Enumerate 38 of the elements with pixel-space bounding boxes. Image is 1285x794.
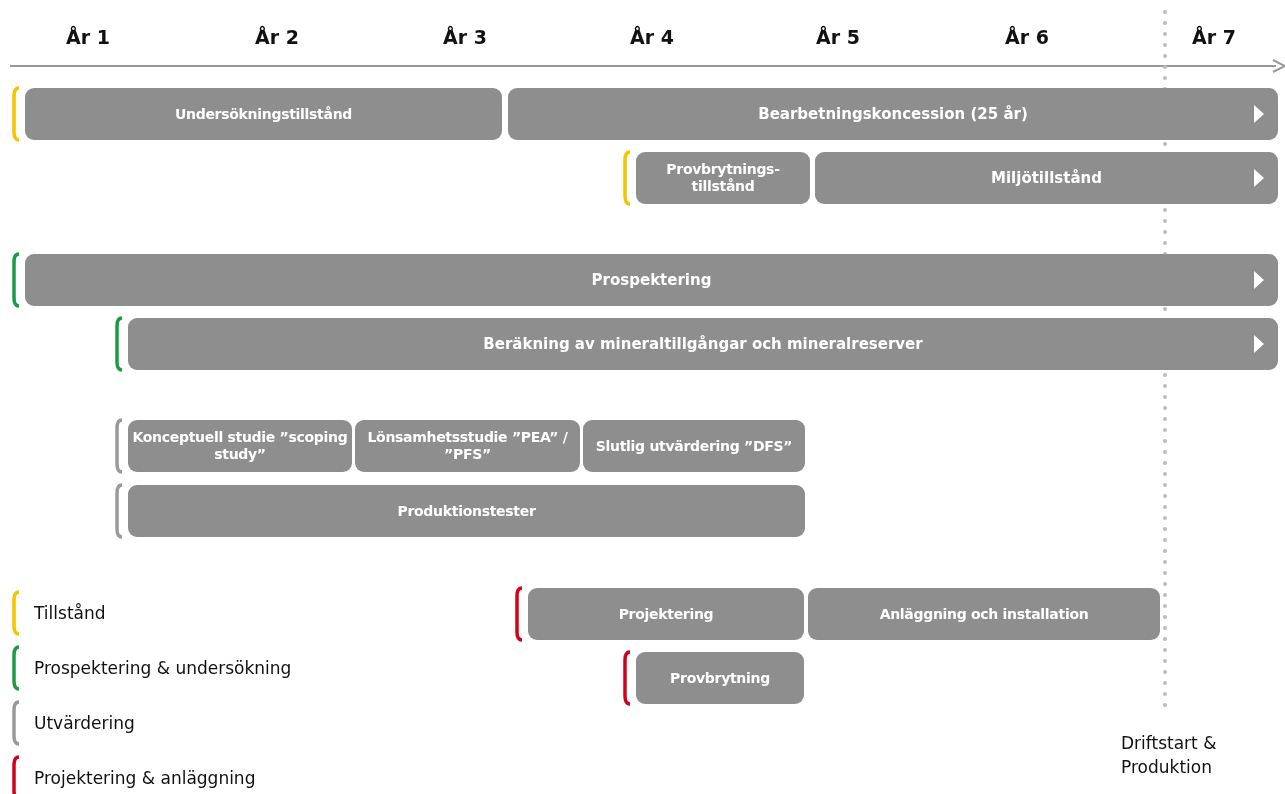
legend-label: Utvärdering bbox=[34, 713, 135, 733]
year-label: År 1 bbox=[66, 26, 110, 48]
bar-label: Provbrytning bbox=[670, 669, 770, 687]
timeline-bar bbox=[25, 254, 1278, 306]
timeline-bar bbox=[636, 152, 810, 204]
bar-label: Konceptuell studie ”scoping study” bbox=[132, 429, 348, 463]
bar-label: Slutlig utvärdering ”DFS” bbox=[595, 437, 793, 455]
timeline-bar bbox=[508, 88, 1278, 140]
bar-label: Projektering bbox=[618, 605, 714, 623]
bar-label: Produktionstester bbox=[397, 502, 536, 520]
legend-label: Projektering & anläggning bbox=[34, 768, 256, 788]
timeline-bar bbox=[815, 152, 1278, 204]
timeline-bar bbox=[528, 588, 804, 640]
bar-label: Miljötillstånd bbox=[991, 169, 1102, 187]
bar-label: Prospektering bbox=[591, 271, 712, 289]
year-label: År 6 bbox=[1005, 26, 1049, 48]
year-label: År 4 bbox=[630, 26, 674, 48]
bar-label: Provbrytnings-tillstånd bbox=[665, 161, 781, 195]
timeline-bar bbox=[583, 420, 805, 472]
year-label: År 7 bbox=[1192, 26, 1236, 48]
year-label: År 2 bbox=[255, 26, 299, 48]
year-label: År 5 bbox=[816, 26, 860, 48]
bar-label: Anläggning och installation bbox=[879, 605, 1089, 623]
legend-label: Tillstånd bbox=[34, 603, 106, 623]
timeline-bar bbox=[128, 485, 805, 537]
timeline-bar bbox=[808, 588, 1160, 640]
bar-label: Lönsamhetsstudie ”PEA” / ”PFS” bbox=[366, 429, 569, 463]
timeline-bar bbox=[636, 652, 804, 704]
bar-label: Bearbetningskoncession (25 år) bbox=[758, 105, 1028, 123]
milestone-label: Driftstart & Produktion bbox=[1121, 732, 1218, 779]
timeline-bar bbox=[25, 88, 502, 140]
timeline-bar bbox=[128, 318, 1278, 370]
legend-label: Prospektering & undersökning bbox=[34, 658, 292, 678]
bar-label: Undersökningstillstånd bbox=[174, 105, 353, 123]
bar-label: Beräkning av mineraltillgångar och mineralreserver bbox=[483, 335, 923, 353]
year-label: År 3 bbox=[443, 26, 487, 48]
timeline-bar bbox=[128, 420, 352, 472]
timeline-bar bbox=[355, 420, 580, 472]
